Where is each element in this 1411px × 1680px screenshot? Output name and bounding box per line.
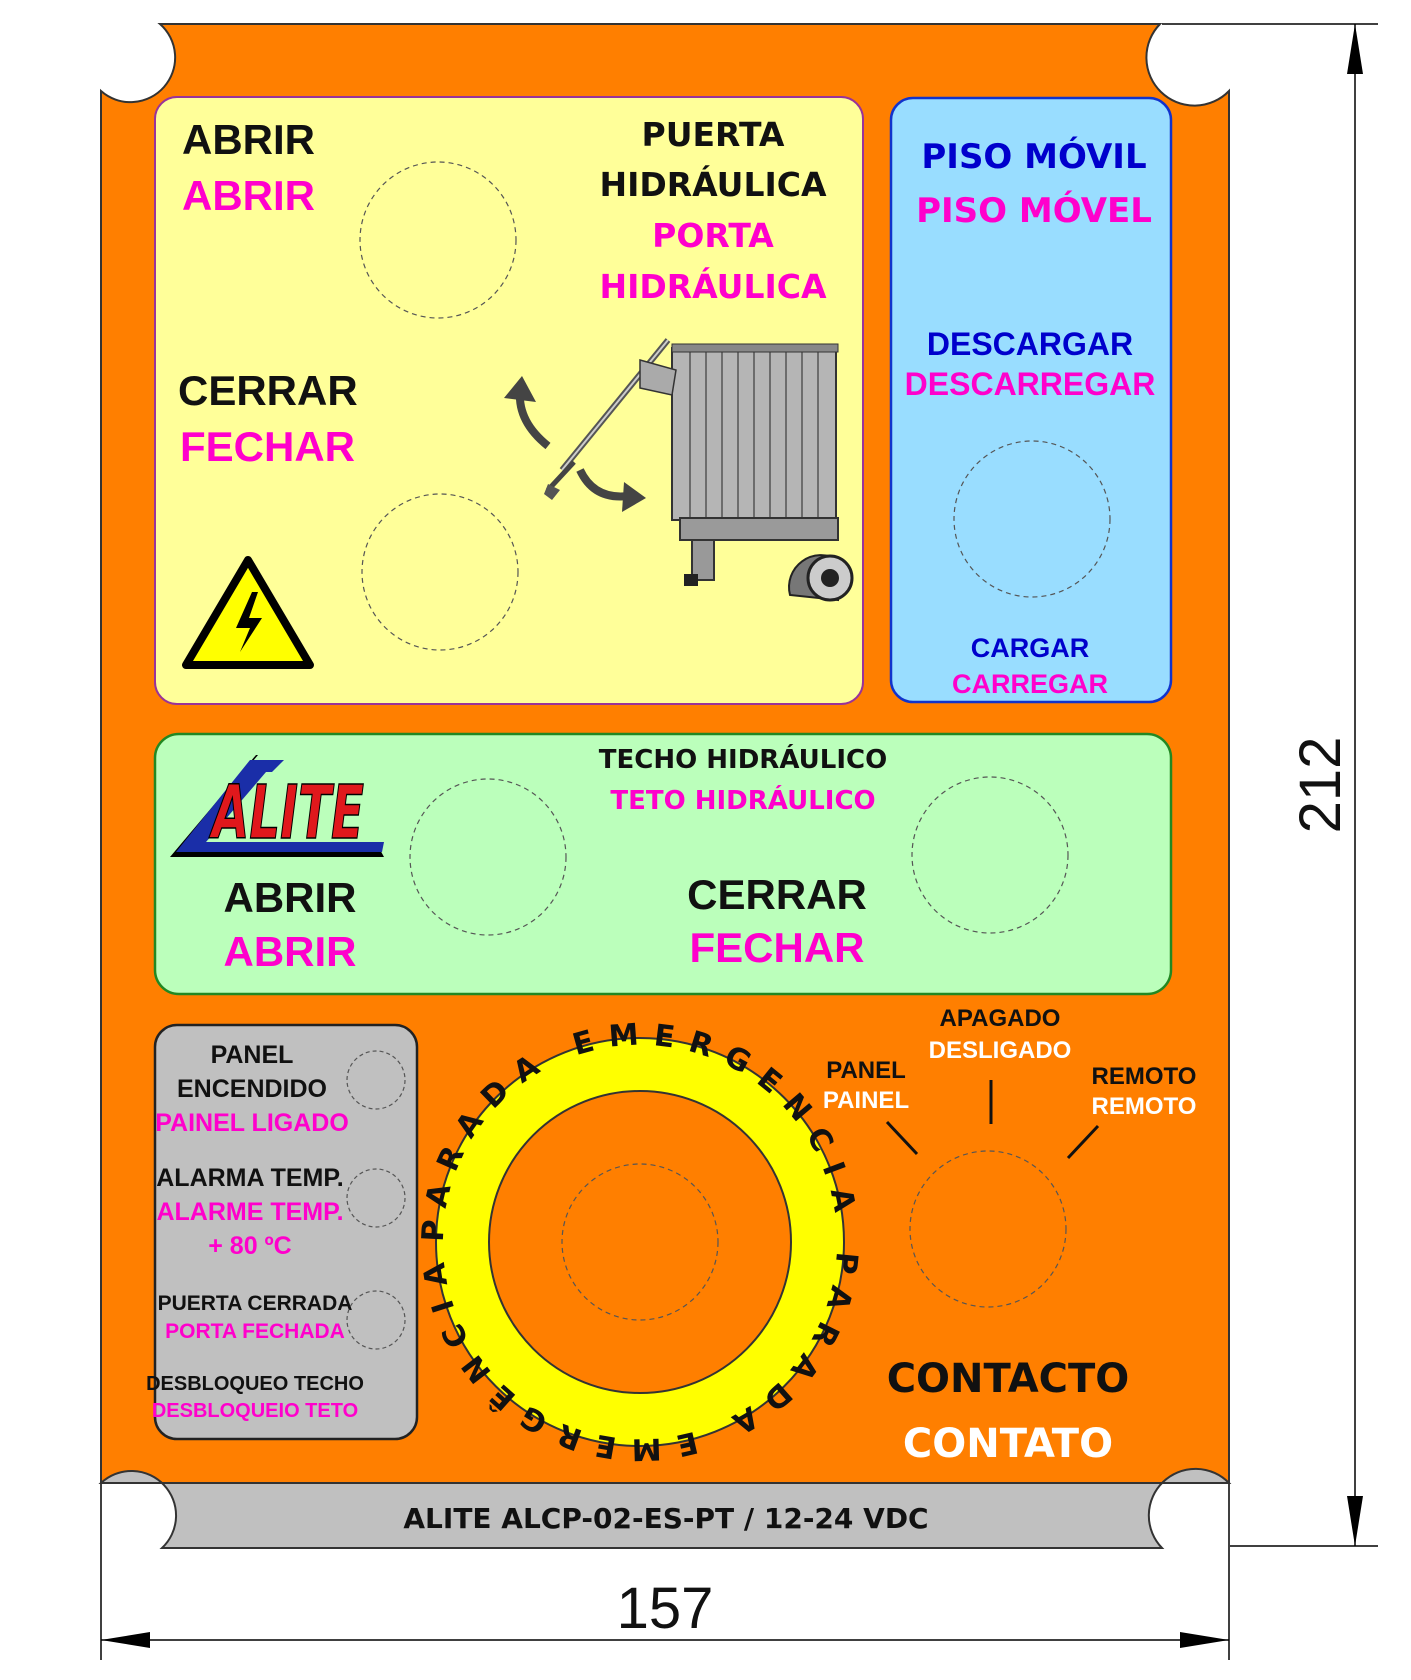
high-voltage-warning-icon [182, 556, 314, 669]
door-closed-label-pt: PORTA FECHADA [165, 1320, 345, 1343]
truck-hydraulic-door-icon [504, 338, 854, 602]
width-dimension [100, 1484, 1230, 1660]
alarm-temp-indicator-spot [346, 1168, 406, 1228]
roof-open-label-es: ABRIR [224, 874, 357, 921]
roof-open-label-pt: ABRIR [224, 928, 357, 975]
selector-remote-label-pt: REMOTO [1092, 1093, 1197, 1120]
roof-close-label-es: CERRAR [687, 871, 867, 918]
selector-remote-label-es: REMOTO [1092, 1063, 1197, 1090]
selector-position-ticks [885, 1080, 1100, 1160]
height-dimension-value: 212 [1288, 737, 1353, 834]
panel-on-label-1: PANEL [211, 1041, 294, 1069]
width-dimension-value: 157 [617, 1576, 714, 1641]
door-title-es-2: HIDRÁULICA [599, 164, 827, 204]
panel-on-label-2: ENCENDIDO [177, 1075, 327, 1103]
door-close-label-es: CERRAR [178, 367, 358, 414]
alarm-temp-label-es: ALARMA TEMP. [156, 1164, 344, 1192]
door-closed-indicator-spot [346, 1290, 406, 1350]
roof-close-label-pt: FECHAR [690, 924, 865, 971]
roof-close-button-spot[interactable] [911, 776, 1069, 934]
model-footer-band [98, 1467, 1232, 1549]
door-close-label-pt: FECHAR [180, 423, 355, 470]
door-open-button-spot[interactable] [359, 161, 517, 319]
selector-panel-label-es: PANEL [826, 1057, 906, 1084]
alarm-temp-label-pt: ALARME TEMP. [156, 1198, 343, 1226]
selector-off-label-es: APAGADO [940, 1005, 1061, 1032]
alite-logo-text: ALITE [209, 770, 364, 856]
contact-label-pt: CONTATO [903, 1421, 1113, 1467]
floor-title-es: PISO MÓVIL [921, 136, 1146, 177]
model-label: ALITE ALCP-02-ES-PT / 12-24 VDC [403, 1502, 928, 1535]
door-close-button-spot[interactable] [361, 493, 519, 651]
selector-panel-label-pt: PAINEL [823, 1087, 909, 1114]
floor-selector-button-spot[interactable] [953, 440, 1111, 598]
floor-load-es: CARGAR [971, 633, 1090, 663]
roof-unlock-label-pt: DESBLOQUEIO TETO [152, 1400, 358, 1422]
status-indicator-panel [153, 1023, 419, 1441]
height-dimension [1162, 23, 1378, 1547]
key-selector-switch-spot[interactable] [909, 1150, 1067, 1308]
door-closed-label-es: PUERTA CERRADA [158, 1292, 353, 1315]
selector-off-label-pt: DESLIGADO [929, 1037, 1072, 1064]
floor-load-pt: CARREGAR [952, 669, 1108, 699]
emergency-stop-button-spot[interactable] [561, 1163, 719, 1321]
alarm-temp-value: + 80 ºC [208, 1232, 291, 1260]
panel-on-indicator-spot [346, 1050, 406, 1110]
door-title-pt-1: PORTA [652, 216, 774, 255]
floor-title-pt: PISO MÓVEL [916, 190, 1152, 231]
door-open-label-pt: ABRIR [182, 172, 315, 219]
door-panel [154, 96, 864, 705]
roof-panel [153, 732, 1173, 996]
floor-unload-es: DESCARGAR [927, 326, 1133, 362]
roof-title-pt: TETO HIDRÁULICO [610, 784, 875, 816]
door-open-label-es: ABRIR [182, 116, 315, 163]
panel-on-label-pt: PAINEL LIGADO [155, 1109, 349, 1137]
door-title-es-1: PUERTA [642, 115, 785, 154]
floor-unload-pt: DESCARREGAR [905, 366, 1156, 402]
roof-open-button-spot[interactable] [409, 778, 567, 936]
door-title-pt-2: HIDRÁULICA [599, 266, 827, 306]
contact-label-es: CONTACTO [887, 1356, 1130, 1402]
alite-logo: ALITE [170, 755, 384, 857]
roof-unlock-label-es: DESBLOQUEO TECHO [146, 1373, 364, 1395]
roof-title-es: TECHO HIDRÁULICO [599, 743, 887, 775]
